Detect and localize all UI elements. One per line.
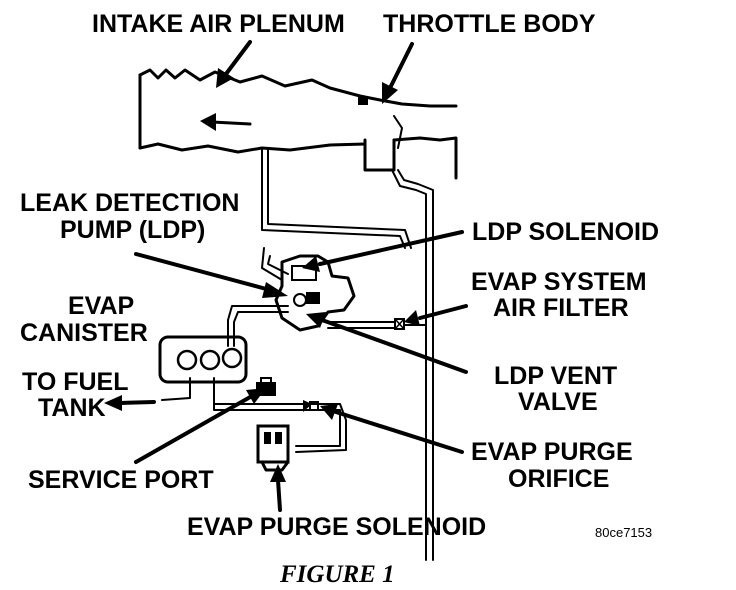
throttle-body xyxy=(358,97,458,180)
label-evap-purge-solenoid: EVAP PURGE SOLENOID xyxy=(187,513,486,541)
label-orifice-line2: ORIFICE xyxy=(508,465,609,493)
label-to-fuel-tank-line2: TANK xyxy=(38,394,106,422)
label-ldp-vent-valve-line2: VALVE xyxy=(518,388,598,416)
label-ldp-vent-line1: LDP VENT xyxy=(494,362,617,390)
evap-purge-solenoid xyxy=(256,424,290,472)
label-service-port: SERVICE PORT xyxy=(28,466,214,494)
labels: INTAKE AIR PLENUM THROTTLE BODY LEAK DET… xyxy=(20,10,659,588)
label-to-fuel-tank-line1: TO FUEL xyxy=(22,368,128,396)
label-air-filter-line2: AIR FILTER xyxy=(493,294,629,322)
label-ldp-solenoid: LDP SOLENOID xyxy=(472,218,659,246)
label-intake-air-plenum: INTAKE AIR PLENUM xyxy=(92,10,345,38)
label-throttle-body: THROTTLE BODY xyxy=(383,10,596,38)
evap-canister xyxy=(158,335,248,384)
label-evap-system-line1: EVAP SYSTEM xyxy=(471,268,647,296)
label-leak-detection-pump-line2: PUMP (LDP) xyxy=(60,216,205,244)
label-evap-canister-line2: CANISTER xyxy=(20,319,148,347)
evap-purge-orifice xyxy=(303,400,319,412)
leader-arrows xyxy=(104,40,468,512)
figure-caption: FIGURE 1 xyxy=(279,561,395,588)
hoses xyxy=(161,149,434,561)
label-leak-detection-pump-line1: LEAK DETECTION xyxy=(20,189,239,217)
evap-system-air-filter xyxy=(394,318,405,330)
label-evap-purge-line1: EVAP PURGE xyxy=(471,438,633,466)
label-evap-canister-line1: EVAP xyxy=(68,292,134,320)
leak-detection-pump xyxy=(261,247,356,332)
flow-direction-arrow xyxy=(200,113,252,131)
figure-code: 80ce7153 xyxy=(595,525,652,540)
